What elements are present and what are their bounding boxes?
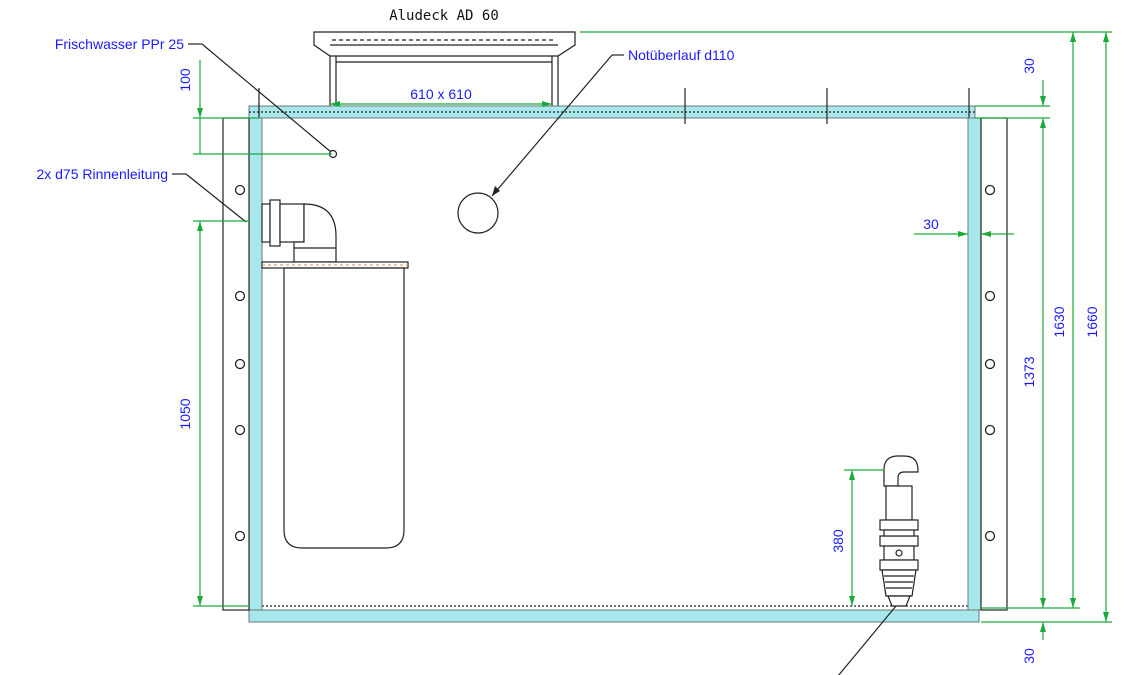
dim-outer-height: 1660 [1084,306,1100,337]
tank-left-wall [248,117,263,611]
overflow-pipe [457,192,499,234]
dim-bottom-wall: 30 [1021,648,1037,664]
leader-lines [172,43,897,675]
dim-inner-height: 1630 [1051,306,1067,337]
opening-dimension: 610 x 610 [410,86,472,102]
inlet-pipe [261,199,337,263]
gutter-label: 2x d75 Rinnenleitung [36,166,168,182]
dim-wall-thickness: 30 [923,216,939,232]
suction-pipe [879,455,919,607]
dimension-lines [193,31,1112,640]
tank-right-wall [967,117,982,611]
overflow-label: Notüberlauf d110 [628,47,735,63]
cover-label: Aludeck AD 60 [389,8,499,24]
dim-suction-height: 380 [830,529,846,553]
flange-bolts [234,184,996,542]
collector-basket [283,267,405,549]
freshwater-label: Frischwasser PPr 25 [55,36,184,52]
dim-top-wall: 30 [1021,58,1037,74]
dim-pipe-height: 1373 [1021,356,1037,387]
tank-bottom-wall [248,609,980,623]
dim-top-offset: 100 [177,68,193,92]
dim-inlet-height: 1050 [177,398,193,429]
